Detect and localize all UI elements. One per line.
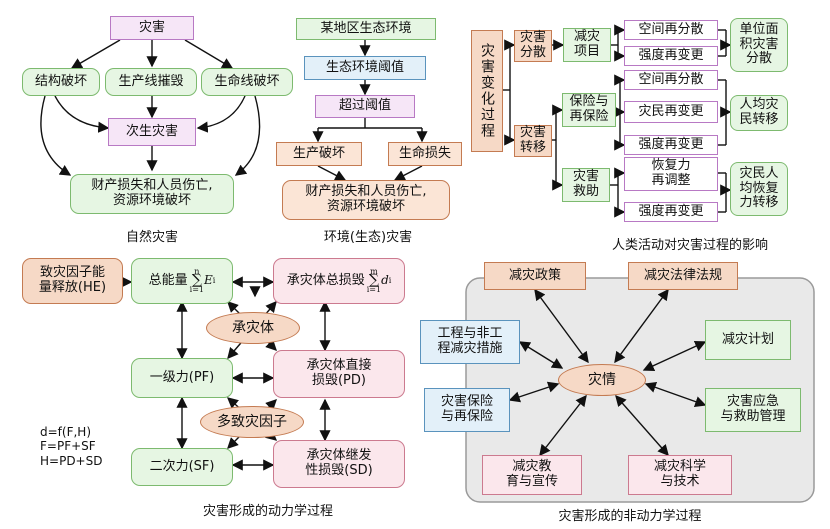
unit-area-output: 单位面 积灾害 分散 [730,18,788,72]
intensity-change-2: 强度再变更 [624,135,718,155]
multi-hazard-ellipse: 多致灾因子 [200,406,304,438]
nondynamics-caption: 灾害形成的非动力学过程 [558,509,702,524]
insurance-node-box: 灾害保险 与再保险 [424,388,510,432]
center-ellipse: 灾情 [558,364,646,396]
structure-damage-box: 结构破坏 [22,68,100,96]
natural-caption: 自然灾害 [125,230,178,245]
mitigation-project-box: 减灾 项目 [563,28,611,62]
ecology-box: 某地区生态环境 [296,18,436,40]
human-caption: 人类活动对灾害过程的影响 [611,238,768,253]
education-box: 减灾教 育与宣传 [482,455,582,495]
natural-disaster-box: 灾害 [110,16,194,40]
science-box: 减灾科学 与技术 [628,455,732,495]
secondary-force-box: 二次力(SF) [131,448,233,486]
policy-box: 减灾政策 [484,262,586,290]
production-line-box: 生产线摧毁 [105,68,197,96]
dynamics-caption: 灾害形成的动力学过程 [202,504,333,519]
life-loss-box: 生命损失 [388,142,462,166]
total-energy-label: 总能量 [148,272,188,288]
emergency-box: 灾害应急 与救助管理 [705,388,801,432]
dynamics-formulas: d=f(F,H) F=PF+SF H=PD+SD [40,425,103,468]
space-redistribute-2: 空间再分散 [624,70,718,90]
natural-loss-box: 财产损失和人员伤亡, 资源环境破坏 [70,174,234,214]
space-redistribute-1: 空间再分散 [624,20,718,40]
victims-change: 灾民再变更 [624,101,718,123]
transfer-box: 灾害 转移 [514,125,552,157]
intensity-change-3: 强度再变更 [624,202,718,222]
victim-recovery-output: 灾民人 均恢复 力转移 [730,162,788,216]
total-damage-label: 承灾体总损毁 [286,272,365,288]
disperse-box: 灾害 分散 [514,30,552,62]
direct-damage-box: 承灾体直接 损毁(PD) [273,350,405,398]
exceed-threshold-box: 超过阈值 [315,95,415,118]
environment-loss-box: 财产损失和人员伤亡, 资源环境破坏 [282,180,450,220]
environment-caption: 环境(生态)灾害 [323,230,413,245]
law-box: 减灾法律法规 [628,262,738,290]
rescue-box: 灾害 救助 [562,168,610,202]
secondary-disaster-box: 次生灾害 [108,118,196,146]
process-root-box: 灾害变化过程 [471,30,503,152]
per-capita-output: 人均灾 民转移 [730,95,788,131]
carrier-ellipse: 承灾体 [206,312,300,344]
hazard-energy-box: 致灾因子能 量释放(HE) [22,258,123,304]
threshold-box: 生态环境阈值 [304,56,426,80]
engineering-box: 工程与非工 程减灾措施 [420,320,520,364]
production-damage-box: 生产破坏 [276,142,362,166]
recovery-box: 恢复力 再调整 [624,157,718,191]
intensity-change-1: 强度再变更 [624,46,718,66]
secondary-damage-box: 承灾体继发 性损毁(SD) [273,440,405,488]
plan-box: 减灾计划 [705,320,791,360]
insurance-box: 保险与 再保险 [562,93,616,127]
primary-force-box: 一级力(PF) [131,358,233,398]
lifeline-damage-box: 生命线破坏 [201,68,293,96]
